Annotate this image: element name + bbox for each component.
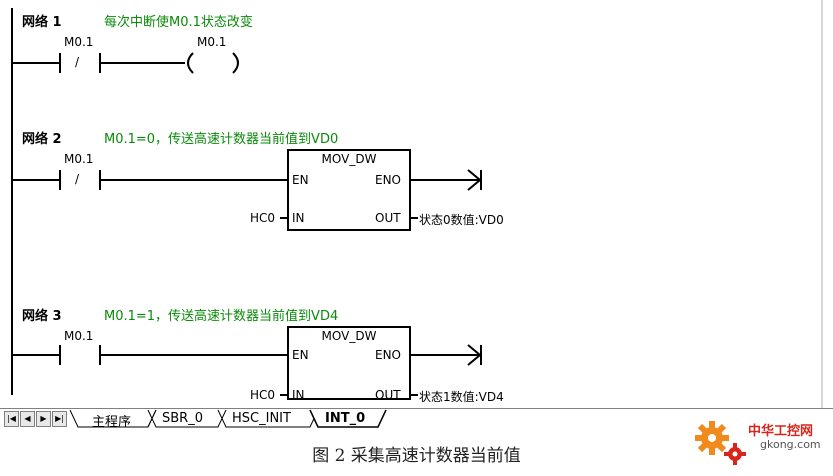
mov-dw-box <box>287 149 411 231</box>
network-2-title[interactable]: 网络 2 <box>22 132 62 147</box>
gear-icon <box>695 421 746 465</box>
network-2-en-label: EN <box>292 173 309 187</box>
ladder-editor: 网络 1 每次中断使M0.1状态改变 M0.1 / M0.1 网络 2 M0.1… <box>11 0 823 408</box>
tab-sbr0[interactable]: SBR_0 <box>162 411 203 426</box>
network-3-contact-addr: M0.1 <box>64 329 94 343</box>
coil-left-paren <box>187 52 194 74</box>
watermark-url: gkong.com <box>760 438 821 451</box>
network-3-out-label: OUT <box>375 388 401 402</box>
network-2-in-operand[interactable]: HC0 <box>250 211 276 225</box>
network-3-eno-label: ENO <box>375 348 402 362</box>
network-3-en-label: EN <box>292 348 309 362</box>
last-tab-button[interactable]: ▶| <box>52 411 67 427</box>
tab-hsc-init[interactable]: HSC_INIT <box>232 411 291 426</box>
tab-outlines <box>69 409 387 428</box>
network-3-in-label: IN <box>292 388 305 402</box>
network-3-in-operand[interactable]: HC0 <box>250 388 276 402</box>
gkong-logo: 中华工控网 gkong.com <box>690 410 830 472</box>
network-1-rung[interactable] <box>12 52 239 74</box>
coil-right-paren <box>232 52 239 74</box>
network-3-title[interactable]: 网络 3 <box>22 309 62 324</box>
watermark-name: 中华工控网 <box>748 424 814 439</box>
first-tab-button[interactable]: |◀ <box>4 411 19 427</box>
ladder-diagram <box>11 0 823 408</box>
sheet-tab-bar: |◀ ◀ ▶ ▶| 主程序 SBR_0 HSC_INIT INT_0 <box>0 408 833 430</box>
network-3-out-operand[interactable]: 状态1数值:VD4 <box>419 390 504 404</box>
network-3-comment: M0.1=1，传送高速计数器当前值到VD4 <box>104 309 339 324</box>
next-tab-button[interactable]: ▶ <box>36 411 51 427</box>
tab-main[interactable]: 主程序 <box>92 415 132 430</box>
network-2-eno-label: ENO <box>375 173 402 187</box>
network-2-comment: M0.1=0，传送高速计数器当前值到VD0 <box>104 132 339 147</box>
mov-dw-box <box>287 326 411 400</box>
prev-tab-button[interactable]: ◀ <box>20 411 35 427</box>
network-2-in-label: IN <box>292 211 305 225</box>
network-3-box-title: MOV_DW <box>321 329 377 343</box>
tab-int0[interactable]: INT_0 <box>325 411 366 426</box>
network-2-contact-addr: M0.1 <box>64 152 94 166</box>
network-1-contact-symbol: / <box>75 55 80 69</box>
network-1-comment: 每次中断使M0.1状态改变 <box>104 15 253 30</box>
figure-caption: 图 2 采集高速计数器当前值 <box>312 446 521 466</box>
network-1-coil-addr: M0.1 <box>197 35 227 49</box>
network-2-out-label: OUT <box>375 211 401 225</box>
network-1-title[interactable]: 网络 1 <box>22 15 62 30</box>
network-2-box-title: MOV_DW <box>321 152 377 166</box>
network-2-contact-symbol: / <box>75 172 80 186</box>
network-2-out-operand[interactable]: 状态0数值:VD0 <box>419 213 504 227</box>
network-1-contact-addr: M0.1 <box>64 35 94 49</box>
network-2-rung[interactable] <box>12 149 482 231</box>
network-3-rung[interactable] <box>12 326 482 400</box>
